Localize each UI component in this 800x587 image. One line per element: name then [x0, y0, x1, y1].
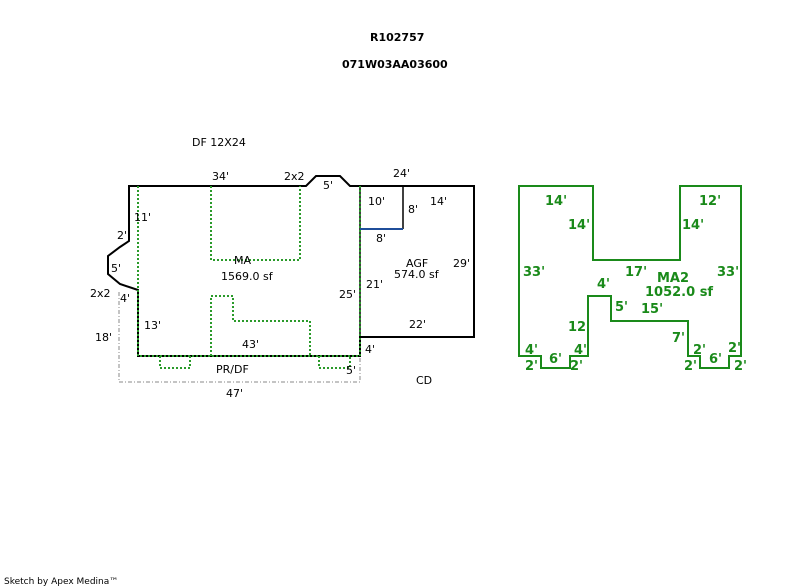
agf-area: 574.0 sf	[394, 268, 440, 281]
dim-8-vertical: 8'	[408, 203, 418, 216]
ma2-dim-6-bottom-right: 6'	[709, 352, 722, 367]
ma2-dim-15: 15'	[641, 302, 663, 317]
porch-bump-right	[318, 356, 351, 369]
ma-label: MA	[234, 254, 251, 267]
parcel-number: 071W03AA03600	[342, 58, 448, 71]
dim-4-left: 4'	[120, 292, 130, 305]
record-id: R102757	[370, 31, 424, 44]
dim-8-horizontal: 8'	[376, 232, 386, 245]
df-label: DF 12X24	[192, 136, 246, 149]
ma2-dim-2-a: 2'	[525, 359, 538, 374]
dim-24: 24'	[393, 167, 410, 180]
ma2-dim-14-inner-left: 14'	[568, 218, 590, 233]
ma2-dim-12-top-right: 12'	[699, 194, 721, 209]
dim-21: 21'	[366, 278, 383, 291]
dim-2x2-left: 2x2	[90, 287, 111, 300]
ma2-dim-2-e: 2'	[684, 359, 697, 374]
ma-area: 1569.0 sf	[221, 270, 274, 283]
porch-bump-left	[159, 356, 191, 369]
dim-14: 14'	[430, 195, 447, 208]
dim-29: 29'	[453, 257, 470, 270]
dim-47: 47'	[226, 387, 243, 400]
ma2-dim-5: 5'	[615, 300, 628, 315]
footer-credit: Sketch by Apex Medina™	[4, 577, 118, 587]
dim-2x2-top: 2x2	[284, 170, 305, 183]
dim-13: 13'	[144, 319, 161, 332]
prdf-label: PR/DF	[216, 363, 249, 376]
dim-43: 43'	[242, 338, 259, 351]
ma2-outline	[518, 185, 742, 369]
ma2-dim-14-top-left: 14'	[545, 194, 567, 209]
dim-2-left: 2'	[117, 229, 127, 242]
ma2-dim-6-bottom-left: 6'	[549, 352, 562, 367]
dim-5-bottom: 5'	[346, 364, 356, 377]
dim-5-top: 5'	[323, 179, 333, 192]
prdf-outline	[118, 292, 361, 383]
ma2-dim-14-inner-right: 14'	[682, 218, 704, 233]
ma2-dim-4-bottom-mid: 4'	[574, 343, 587, 358]
agf-label: AGF	[406, 257, 428, 270]
ma2-dim-2-f: 2'	[734, 359, 747, 374]
cd-label: CD	[416, 374, 432, 387]
dim-25: 25'	[339, 288, 356, 301]
dim-11: 11'	[134, 211, 151, 224]
ma2-dim-2-b: 2'	[570, 359, 583, 374]
ma2-area: 1052.0 sf	[645, 285, 713, 300]
dim-10: 10'	[368, 195, 385, 208]
ma2-dim-2-c: 2'	[693, 343, 706, 358]
ma2-dim-4-bottom-left: 4'	[525, 343, 538, 358]
dim-4-bottom: 4'	[365, 343, 375, 356]
dim-22: 22'	[409, 318, 426, 331]
dim-34: 34'	[212, 170, 229, 183]
ma2-dim-17: 17'	[625, 265, 647, 280]
ma2-dim-7: 7'	[672, 331, 685, 346]
ma-region-dotted	[137, 186, 361, 357]
dim-18: 18'	[95, 331, 112, 344]
dim-5-left: 5'	[111, 262, 121, 275]
ma2-dim-33-left: 33'	[523, 265, 545, 280]
ma2-dim-2-d: 2'	[728, 341, 741, 356]
ma2-label: MA2	[657, 271, 689, 286]
ma2-dim-4: 4'	[597, 277, 610, 292]
ma2-dim-33-right: 33'	[717, 265, 739, 280]
ma2-dim-12-left: 12'	[568, 320, 590, 335]
